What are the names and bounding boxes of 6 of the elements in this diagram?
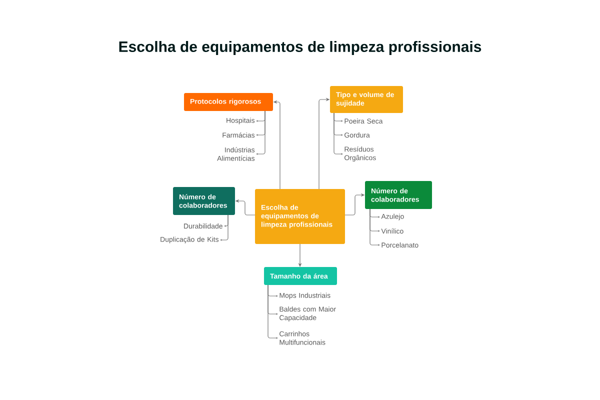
connector (334, 112, 343, 155)
connector (370, 208, 380, 246)
connector (268, 284, 278, 339)
title: Escolha de equipamentos de limpeza profissionais (119, 41, 482, 55)
connector (220, 214, 228, 241)
connector (256, 110, 266, 155)
